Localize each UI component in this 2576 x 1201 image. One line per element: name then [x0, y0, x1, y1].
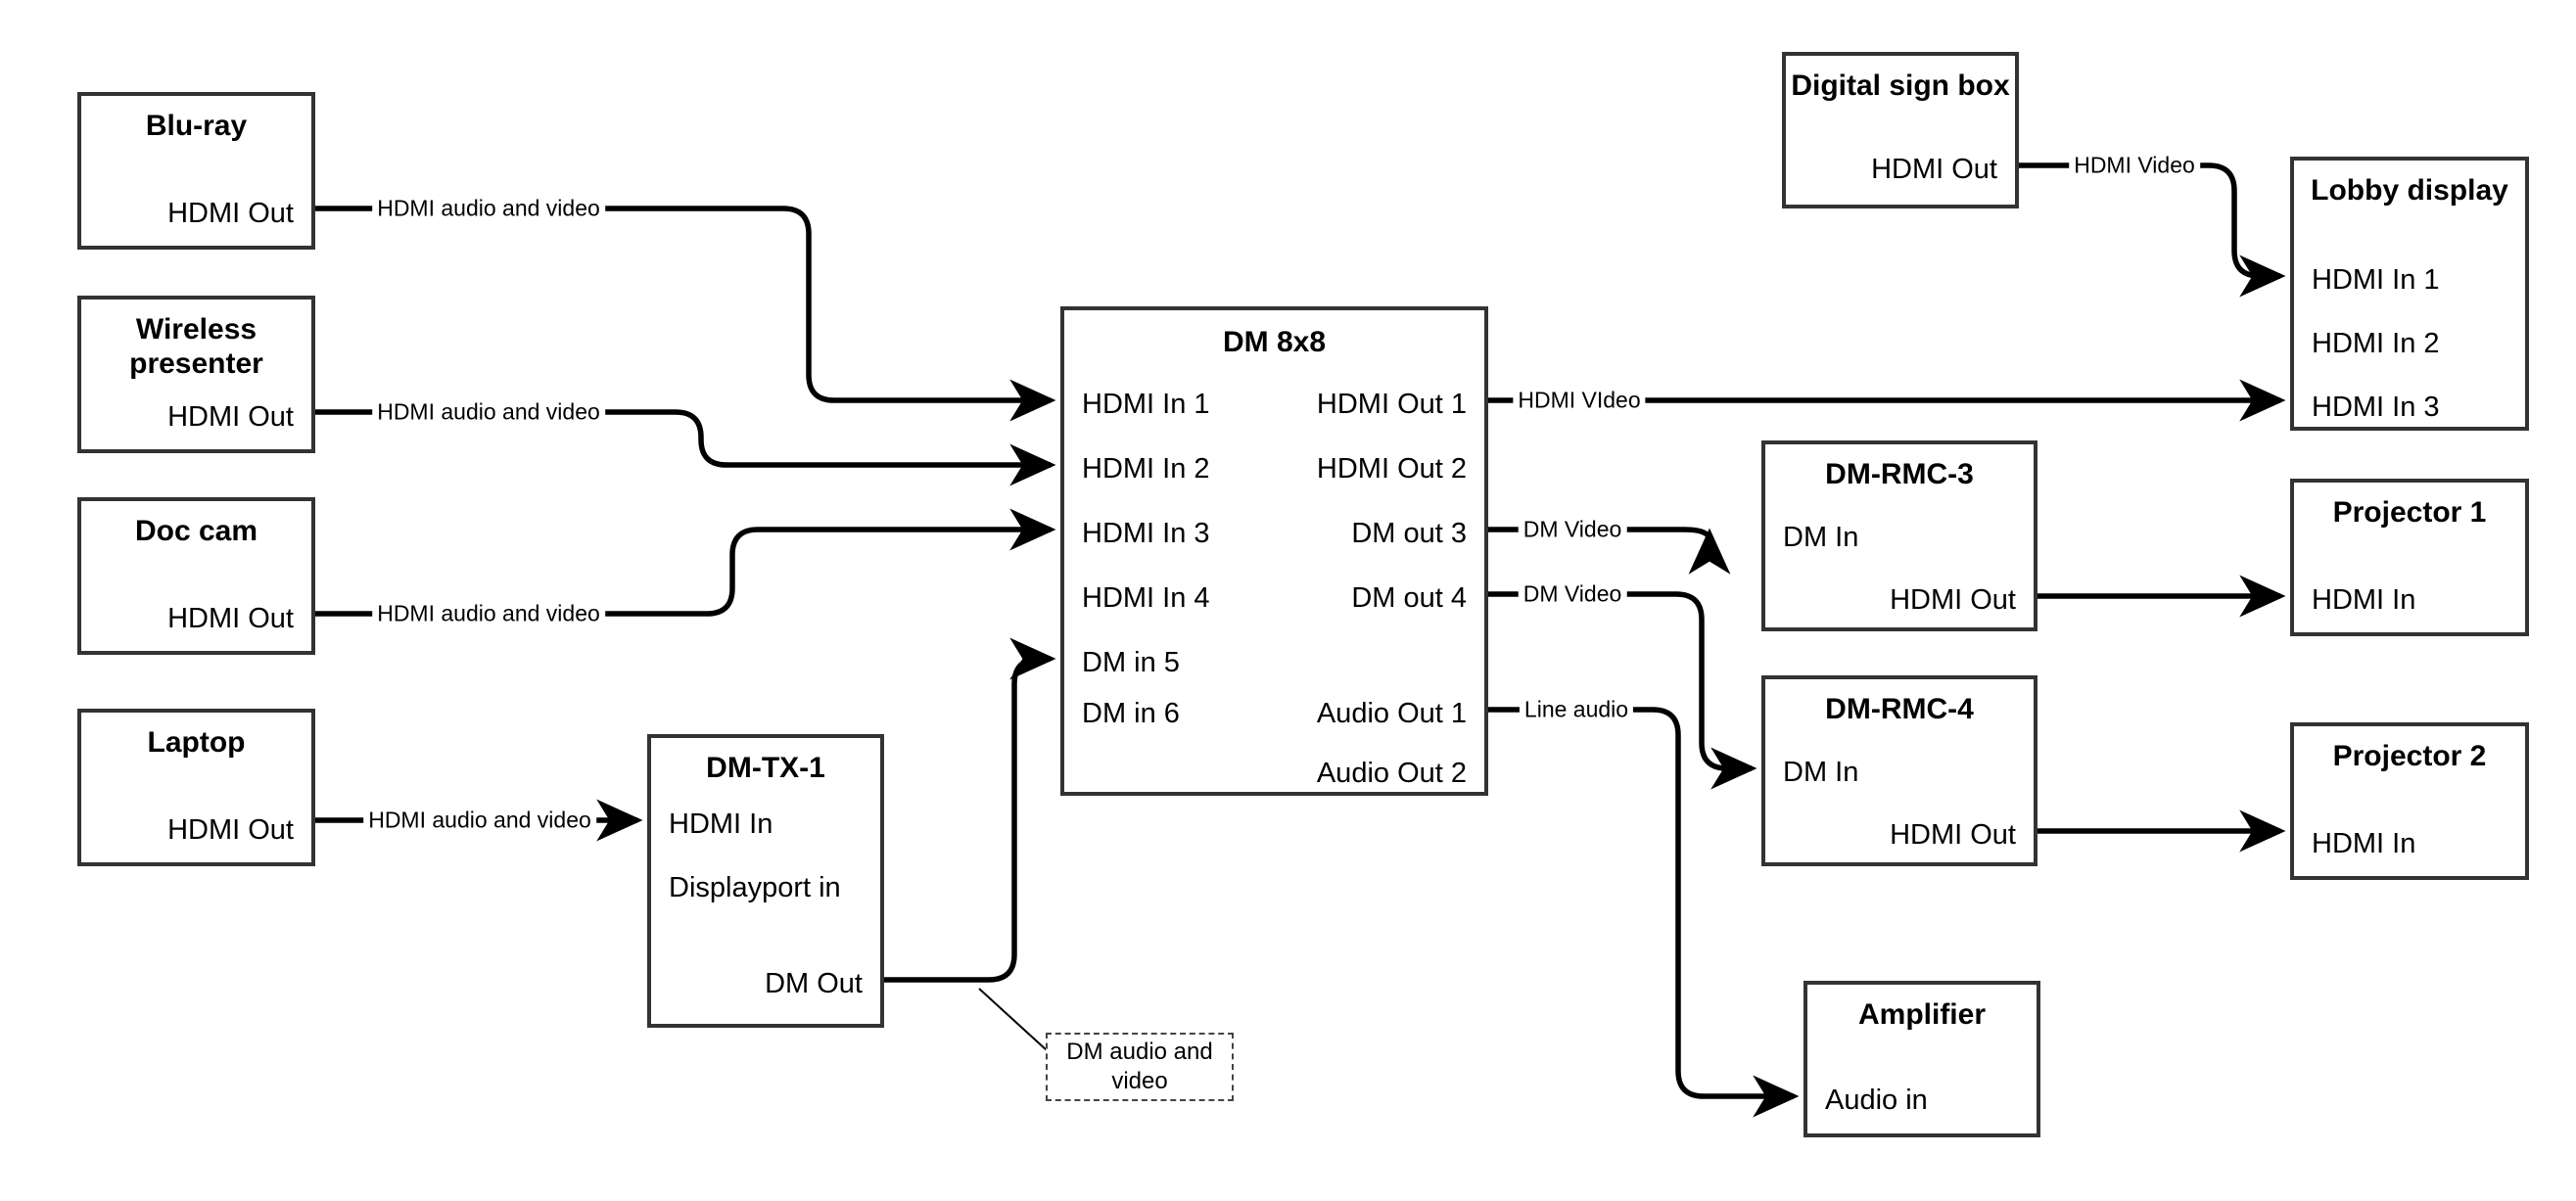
port-dm-tx-1-dm-out[interactable]: DM Out	[765, 968, 863, 999]
device-dm-rmc-4[interactable]: DM-RMC-4 DM In HDMI Out	[1761, 675, 2037, 866]
device-title-blu-ray: Blu-ray	[145, 110, 248, 142]
port-dm-rmc-3-dm-in[interactable]: DM In	[1783, 522, 1859, 553]
device-title-doc-cam: Doc cam	[134, 515, 258, 547]
edge-label-c6: HDMI VIdeo	[1513, 387, 1646, 414]
port-dm-8x8-switcher-audio-out-1[interactable]: Audio Out 1	[1316, 698, 1467, 729]
port-dm-8x8-switcher-hdmi-in-2[interactable]: HDMI In 2	[1082, 453, 1210, 485]
device-title-dm-rmc-3: DM-RMC-3	[1825, 458, 1974, 490]
port-digital-sign-box-hdmi-out[interactable]: HDMI Out	[1871, 154, 1997, 185]
edge-label-c2: HDMI audio and video	[372, 398, 605, 426]
port-dm-rmc-4-dm-in[interactable]: DM In	[1783, 757, 1859, 788]
device-dm-rmc-3[interactable]: DM-RMC-3 DM In HDMI Out	[1761, 440, 2037, 631]
port-dm-8x8-switcher-hdmi-out-1[interactable]: HDMI Out 1	[1316, 389, 1467, 420]
connection-leader	[978, 988, 1048, 1051]
port-amplifier-audio-in[interactable]: Audio in	[1825, 1085, 1928, 1116]
port-lobby-display-hdmi-in-1[interactable]: HDMI In 1	[2312, 264, 2440, 296]
connection-c3	[315, 508, 1056, 617]
port-dm-8x8-switcher-hdmi-out-2[interactable]: HDMI Out 2	[1316, 453, 1467, 485]
device-title-amplifier: Amplifier	[1857, 998, 1987, 1031]
port-projector-1-hdmi-in[interactable]: HDMI In	[2312, 584, 2416, 616]
port-laptop-hdmi-out[interactable]: HDMI Out	[167, 814, 294, 846]
connection-c8	[1488, 527, 1731, 575]
device-title-projector-2: Projector 2	[2332, 740, 2487, 772]
port-dm-8x8-switcher-dm-in-5[interactable]: DM in 5	[1082, 647, 1180, 678]
edge-label-c7: HDMI Video	[2069, 152, 2200, 179]
device-title-dm-8x8-switcher: DM 8x8	[1222, 326, 1327, 358]
dm-audio-video-callout: DM audio and video	[1046, 1033, 1234, 1101]
port-dm-tx-1-hdmi-in[interactable]: HDMI In	[669, 808, 773, 840]
port-dm-tx-1-displayport-in[interactable]: Displayport in	[669, 872, 841, 903]
port-dm-rmc-3-hdmi-out[interactable]: HDMI Out	[1890, 584, 2016, 616]
connection-c9	[1488, 591, 1757, 790]
edge-label-c3: HDMI audio and video	[372, 600, 605, 627]
edge-label-c10: Line audio	[1519, 696, 1634, 723]
port-dm-8x8-switcher-hdmi-in-4[interactable]: HDMI In 4	[1082, 582, 1210, 614]
port-lobby-display-hdmi-in-2[interactable]: HDMI In 2	[2312, 328, 2440, 359]
device-title-dm-rmc-4: DM-RMC-4	[1825, 693, 1974, 725]
port-dm-8x8-switcher-audio-out-2[interactable]: Audio Out 2	[1316, 758, 1467, 789]
port-dm-8x8-switcher-hdmi-in-1[interactable]: HDMI In 1	[1082, 389, 1210, 420]
port-projector-2-hdmi-in[interactable]: HDMI In	[2312, 828, 2416, 859]
port-doc-cam-hdmi-out[interactable]: HDMI Out	[167, 603, 294, 634]
connection-c2	[315, 409, 1056, 486]
port-dm-rmc-4-hdmi-out[interactable]: HDMI Out	[1890, 819, 2016, 851]
device-projector-2[interactable]: Projector 2 HDMI In	[2290, 722, 2529, 880]
connection-c10	[1488, 707, 1800, 1118]
edge-label-c9: DM Video	[1518, 580, 1627, 608]
port-dm-8x8-switcher-dm-out-4[interactable]: DM out 4	[1351, 582, 1467, 614]
device-title-dm-tx-1: DM-TX-1	[706, 752, 825, 784]
connection-c7	[2019, 162, 2286, 298]
device-title-digital-sign-box: Digital sign box	[1791, 69, 2010, 102]
device-title-lobby-display: Lobby display	[2311, 174, 2508, 207]
edge-label-c1: HDMI audio and video	[372, 195, 605, 222]
port-dm-8x8-switcher-dm-in-6[interactable]: DM in 6	[1082, 698, 1180, 729]
device-title-wireless-presenter: Wireless presenter	[129, 313, 263, 380]
port-lobby-display-hdmi-in-3[interactable]: HDMI In 3	[2312, 392, 2440, 423]
connection-c1	[315, 206, 1056, 422]
port-blu-ray-hdmi-out[interactable]: HDMI Out	[167, 198, 294, 229]
edge-label-c4: HDMI audio and video	[363, 807, 596, 834]
device-title-projector-1: Projector 1	[2332, 496, 2487, 529]
edge-label-c8: DM Video	[1518, 516, 1627, 543]
port-dm-8x8-switcher-dm-out-3[interactable]: DM out 3	[1351, 518, 1467, 549]
device-title-laptop: Laptop	[147, 726, 246, 759]
port-wireless-presenter-hdmi-out[interactable]: HDMI Out	[167, 401, 294, 433]
port-dm-8x8-switcher-hdmi-in-3[interactable]: HDMI In 3	[1082, 518, 1210, 549]
device-projector-1[interactable]: Projector 1 HDMI In	[2290, 479, 2529, 636]
connection-c5	[884, 637, 1056, 983]
